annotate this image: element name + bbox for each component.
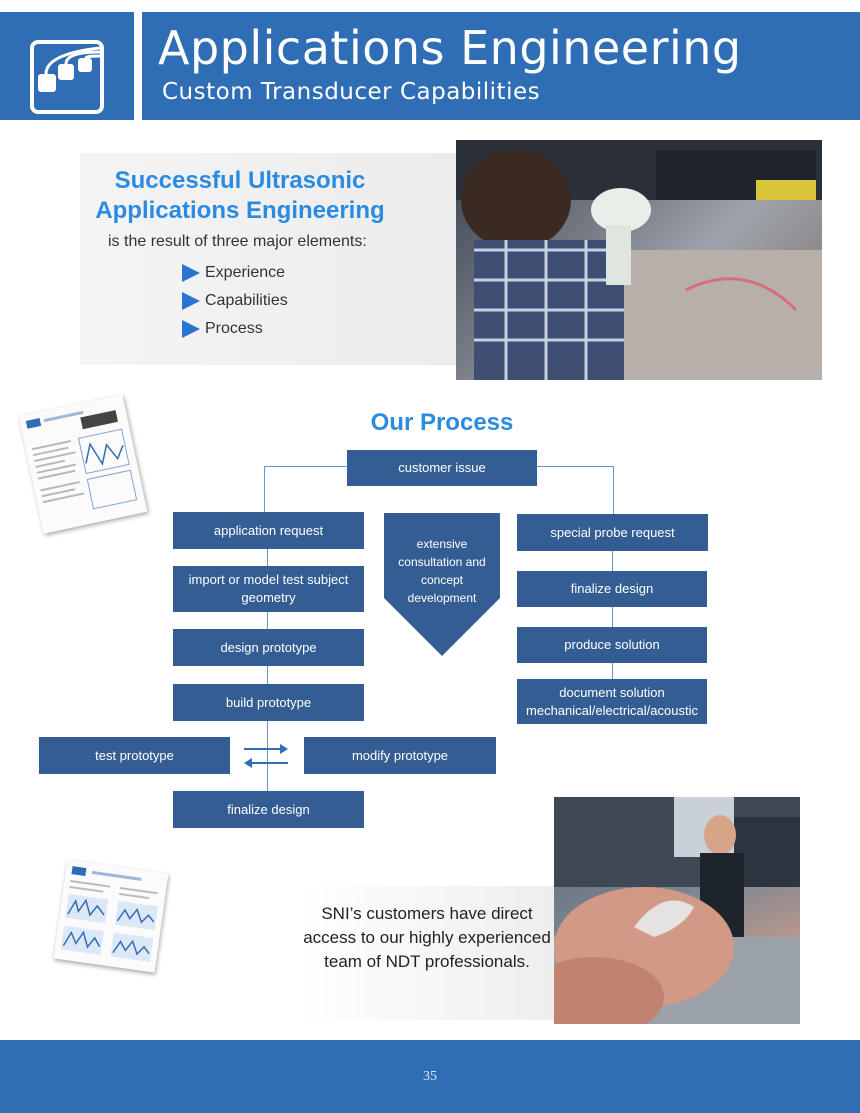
footer-band: [0, 1040, 860, 1113]
connector-line: [264, 466, 348, 467]
process-step-import-model: import or model test subject geometry: [173, 566, 364, 612]
process-step-modify-prototype: modify prototype: [304, 737, 496, 774]
photo-ndt-professional: [554, 797, 800, 1024]
header-band: [142, 12, 860, 120]
process-step-design-prototype: design prototype: [173, 629, 364, 666]
connector-line: [536, 466, 614, 467]
connector-line: [264, 466, 265, 514]
intro-panel: [80, 153, 456, 365]
callout-text: SNI’s customers have direct access to ou…: [303, 904, 551, 971]
page-subtitle: Custom Transducer Capabilities: [162, 79, 541, 105]
datasheet-thumbnail: [18, 394, 148, 534]
callout-panel: [300, 886, 554, 1020]
process-step-consultation: extensive consultation and concept devel…: [384, 513, 500, 656]
connected-nodes-icon: [30, 40, 104, 114]
intro-heading-line2: Applications Engineering: [95, 197, 385, 224]
intro-lead: is the result of three major elements:: [108, 233, 367, 250]
consultation-label: extensive consultation and concept devel…: [398, 537, 486, 605]
photo-lab-technician: [456, 140, 822, 380]
triangle-bullet-icon: [182, 292, 200, 310]
process-title: Our Process: [370, 409, 514, 436]
connector-line: [612, 549, 613, 689]
page-title: Applications Engineering: [158, 21, 742, 75]
process-step-customer-issue: customer issue: [347, 450, 537, 486]
header-icon-panel: [0, 12, 134, 120]
page-number: 35: [423, 1069, 437, 1084]
bullet-item: Process: [182, 318, 263, 340]
intro-heading-line1: Successful Ultrasonic: [114, 167, 366, 194]
process-step-test-prototype: test prototype: [39, 737, 230, 774]
triangle-bullet-icon: [182, 320, 200, 338]
process-step-application-request: application request: [173, 512, 364, 549]
process-step-build-prototype: build prototype: [173, 684, 364, 721]
process-step-finalize-design: finalize design: [173, 791, 364, 828]
connector-line: [613, 466, 614, 514]
connector-line: [267, 549, 268, 811]
process-step-finalize-design-right: finalize design: [517, 571, 707, 607]
triangle-bullet-icon: [182, 264, 200, 282]
bullet-item: Capabilities: [182, 290, 288, 312]
report-thumbnail: [53, 859, 169, 973]
bidirectional-arrows-icon: [244, 744, 288, 768]
process-step-special-probe-request: special probe request: [517, 514, 708, 551]
bullet-item: Experience: [182, 262, 285, 284]
process-step-produce-solution: produce solution: [517, 627, 707, 663]
process-step-document-solution: document solution mechanical/electrical/…: [517, 679, 707, 724]
